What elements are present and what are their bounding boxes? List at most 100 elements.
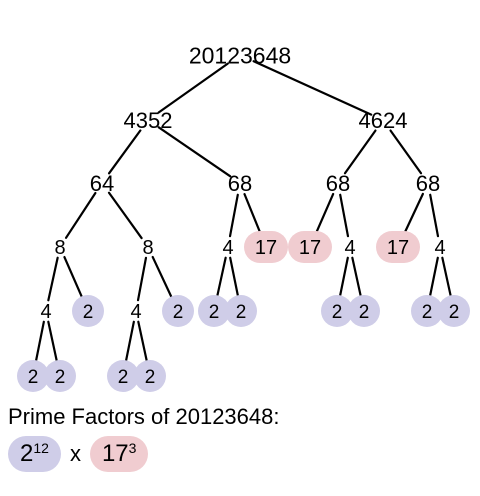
node-label: 2 [449, 302, 460, 323]
node-label: 2 [209, 302, 220, 323]
prime-highlight [348, 295, 380, 327]
node-label: 4 [222, 237, 233, 259]
tree-edge [157, 62, 229, 114]
node-label: 17 [255, 237, 277, 259]
tree-edge [47, 256, 59, 302]
tree-node-prime: 2 [198, 295, 230, 327]
node-label: 68 [326, 171, 350, 196]
prime-highlight [162, 295, 194, 327]
tree-node-prime: 2 [134, 360, 166, 392]
tree-edge [252, 60, 373, 116]
tree-edge [151, 255, 174, 301]
tree-node-composite: 4352 [124, 108, 173, 133]
prime-highlight [107, 360, 139, 392]
tree-node-prime: 2 [162, 295, 194, 327]
tree-edge [64, 191, 97, 239]
prime-highlight [134, 360, 166, 392]
tree-edge [315, 192, 335, 233]
tree-node-prime: 2 [411, 295, 443, 327]
node-label: 4 [130, 301, 141, 323]
prime-highlight [376, 231, 420, 263]
prime-highlight [44, 360, 76, 392]
tree-edge [338, 256, 349, 300]
node-label: 64 [90, 171, 114, 196]
tree-edge [404, 192, 425, 233]
node-label: 17 [299, 237, 321, 259]
tree-edge [228, 193, 239, 238]
node-label: 4352 [124, 108, 173, 133]
node-label: 2 [173, 302, 184, 323]
tree-edge [351, 256, 363, 300]
tree-node-prime: 2 [348, 295, 380, 327]
node-label: 68 [228, 171, 252, 196]
prime-highlight [321, 295, 353, 327]
tree-node-prime: 2 [225, 295, 257, 327]
prime-highlight [17, 360, 49, 392]
tree-node-composite: 4 [222, 237, 233, 259]
tree-edge [107, 191, 143, 240]
tree-edge [63, 255, 84, 301]
tree-node-composite: 68 [326, 171, 350, 196]
node-label: 2 [359, 302, 370, 323]
tree-edge [47, 320, 59, 365]
factor-exponent: 3 [128, 440, 137, 456]
node-label: 8 [54, 237, 65, 259]
node-label: 2 [55, 367, 66, 388]
prime-highlight [438, 295, 470, 327]
multiply-sign: x [69, 441, 81, 466]
node-label: 2 [236, 302, 247, 323]
tree-node-composite: 8 [54, 237, 65, 259]
tree-node-prime: 2 [17, 360, 49, 392]
node-label: 2 [83, 302, 94, 323]
node-label: 8 [142, 237, 153, 259]
tree-edge [157, 126, 232, 178]
tree-node-prime: 17 [288, 231, 332, 263]
tree-edge [441, 256, 453, 300]
tree-node-composite: 4 [434, 237, 445, 259]
tree-edge [124, 320, 135, 365]
tree-edge [428, 256, 439, 300]
prime-highlight [244, 231, 288, 263]
prime-highlight [198, 295, 230, 327]
tree-edge [243, 193, 261, 233]
tree-edge [343, 129, 377, 175]
tree-node-prime: 2 [321, 295, 353, 327]
tree-node-prime: 2 [44, 360, 76, 392]
tree-edges [34, 60, 453, 365]
node-label: 68 [416, 171, 440, 196]
node-label: 4624 [359, 108, 408, 133]
tree-node-prime: 2 [72, 295, 104, 327]
tree-edge [229, 256, 240, 300]
node-label: 2 [332, 302, 343, 323]
tree-node-composite: 4 [344, 237, 355, 259]
prime-highlight [411, 295, 443, 327]
prime-factors-label: Prime Factors of 20123648: [8, 404, 280, 429]
tree-node-prime: 2 [438, 295, 470, 327]
tree-edge [136, 256, 148, 302]
node-label: 4 [344, 237, 355, 259]
prime-highlight [72, 295, 104, 327]
node-label: 4 [40, 301, 51, 323]
tree-node-composite: 20123648 [189, 42, 291, 68]
node-label: 2 [145, 367, 156, 388]
node-label: 20123648 [189, 42, 291, 68]
node-label: 2 [28, 367, 39, 388]
tree-node-prime: 17 [244, 231, 288, 263]
tree-node-composite: 68 [228, 171, 252, 196]
prime-highlight [288, 231, 332, 263]
tree-node-prime: 2 [107, 360, 139, 392]
tree-node-composite: 4624 [359, 108, 408, 133]
node-label: 2 [118, 367, 129, 388]
tree-edge [339, 193, 350, 238]
node-label: 2 [422, 302, 433, 323]
tree-edge [429, 193, 440, 238]
prime-highlight [225, 295, 257, 327]
tree-node-composite: 4 [40, 301, 51, 323]
factor-base: 2 [20, 440, 34, 467]
factor-exponent: 12 [33, 440, 49, 456]
factor-base: 17 [101, 440, 129, 467]
